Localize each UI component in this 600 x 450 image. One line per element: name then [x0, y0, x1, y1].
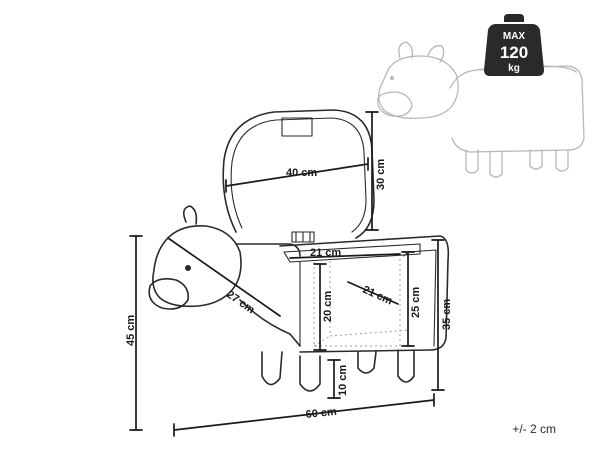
leg-back-1	[357, 351, 377, 374]
lid-handle	[281, 117, 313, 137]
reference-leg-4	[555, 149, 569, 172]
reference-body	[449, 65, 585, 153]
dim-label-lid-width: 40 cm	[286, 167, 317, 179]
dim-label-compartment-height: 20 cm	[322, 291, 334, 322]
dim-label-total-height: 45 cm	[125, 315, 137, 346]
compartment-floor-edge	[313, 335, 331, 347]
weight-label-max: MAX	[503, 31, 526, 42]
weight-value: 120	[500, 43, 528, 62]
reference-leg-2	[489, 151, 503, 178]
dim-label-compartment-width: 21 cm	[310, 247, 341, 259]
dim-label-leg-height: 10 cm	[337, 365, 349, 396]
body-side-panel	[403, 249, 437, 347]
open-lid-inner-rim	[230, 117, 367, 233]
animal-head	[152, 224, 242, 308]
opening-top-edge	[283, 243, 421, 263]
weight-handle	[504, 14, 524, 22]
tolerance-note: +/- 2 cm	[512, 422, 556, 436]
main-animal-stool-drawing	[148, 109, 450, 392]
reference-head	[378, 55, 459, 119]
reference-animal-drawing	[377, 41, 585, 178]
compartment-back	[329, 256, 411, 337]
body-top-front	[235, 243, 301, 257]
dim-line-compartment-width	[289, 253, 401, 259]
dim-label-total-length: 60 cm	[305, 406, 337, 421]
reference-ear-left	[398, 41, 414, 59]
animal-snout	[148, 278, 190, 310]
dim-label-compartment-depth: 21 cm	[361, 284, 395, 308]
reference-snout	[377, 91, 413, 117]
dim-label-side-height: 35 cm	[441, 299, 453, 330]
reference-eye	[390, 76, 394, 80]
dim-label-head-diagonal: 27 cm	[224, 289, 257, 317]
leg-back-2	[397, 349, 415, 383]
leg-front-2	[299, 355, 321, 392]
weight-shape	[484, 24, 544, 76]
body-chest	[239, 299, 301, 347]
body-box-outline	[279, 235, 450, 353]
dim-label-lid-height: 30 cm	[375, 159, 387, 190]
ear	[182, 205, 198, 225]
dim-line-head-diagonal	[167, 237, 281, 317]
dimension-lines: 40 cm 30 cm 21 cm 27 cm 21 cm 20 cm 25 c…	[125, 111, 453, 437]
reference-ear-right	[427, 45, 445, 63]
compartment-front	[313, 258, 401, 347]
reference-leg-3	[529, 149, 543, 170]
dim-line-total-length	[173, 399, 435, 431]
animal-eye	[185, 265, 191, 271]
reference-leg-1	[465, 149, 479, 174]
dim-label-body-height: 25 cm	[410, 287, 422, 318]
open-lid-outline	[222, 109, 375, 239]
weight-unit: kg	[508, 63, 520, 74]
dim-line-lid-width	[225, 163, 369, 187]
dim-line-compartment-depth	[347, 281, 399, 305]
max-weight-badge: MAX 120 kg	[484, 14, 544, 76]
leg-front-1	[261, 351, 283, 386]
